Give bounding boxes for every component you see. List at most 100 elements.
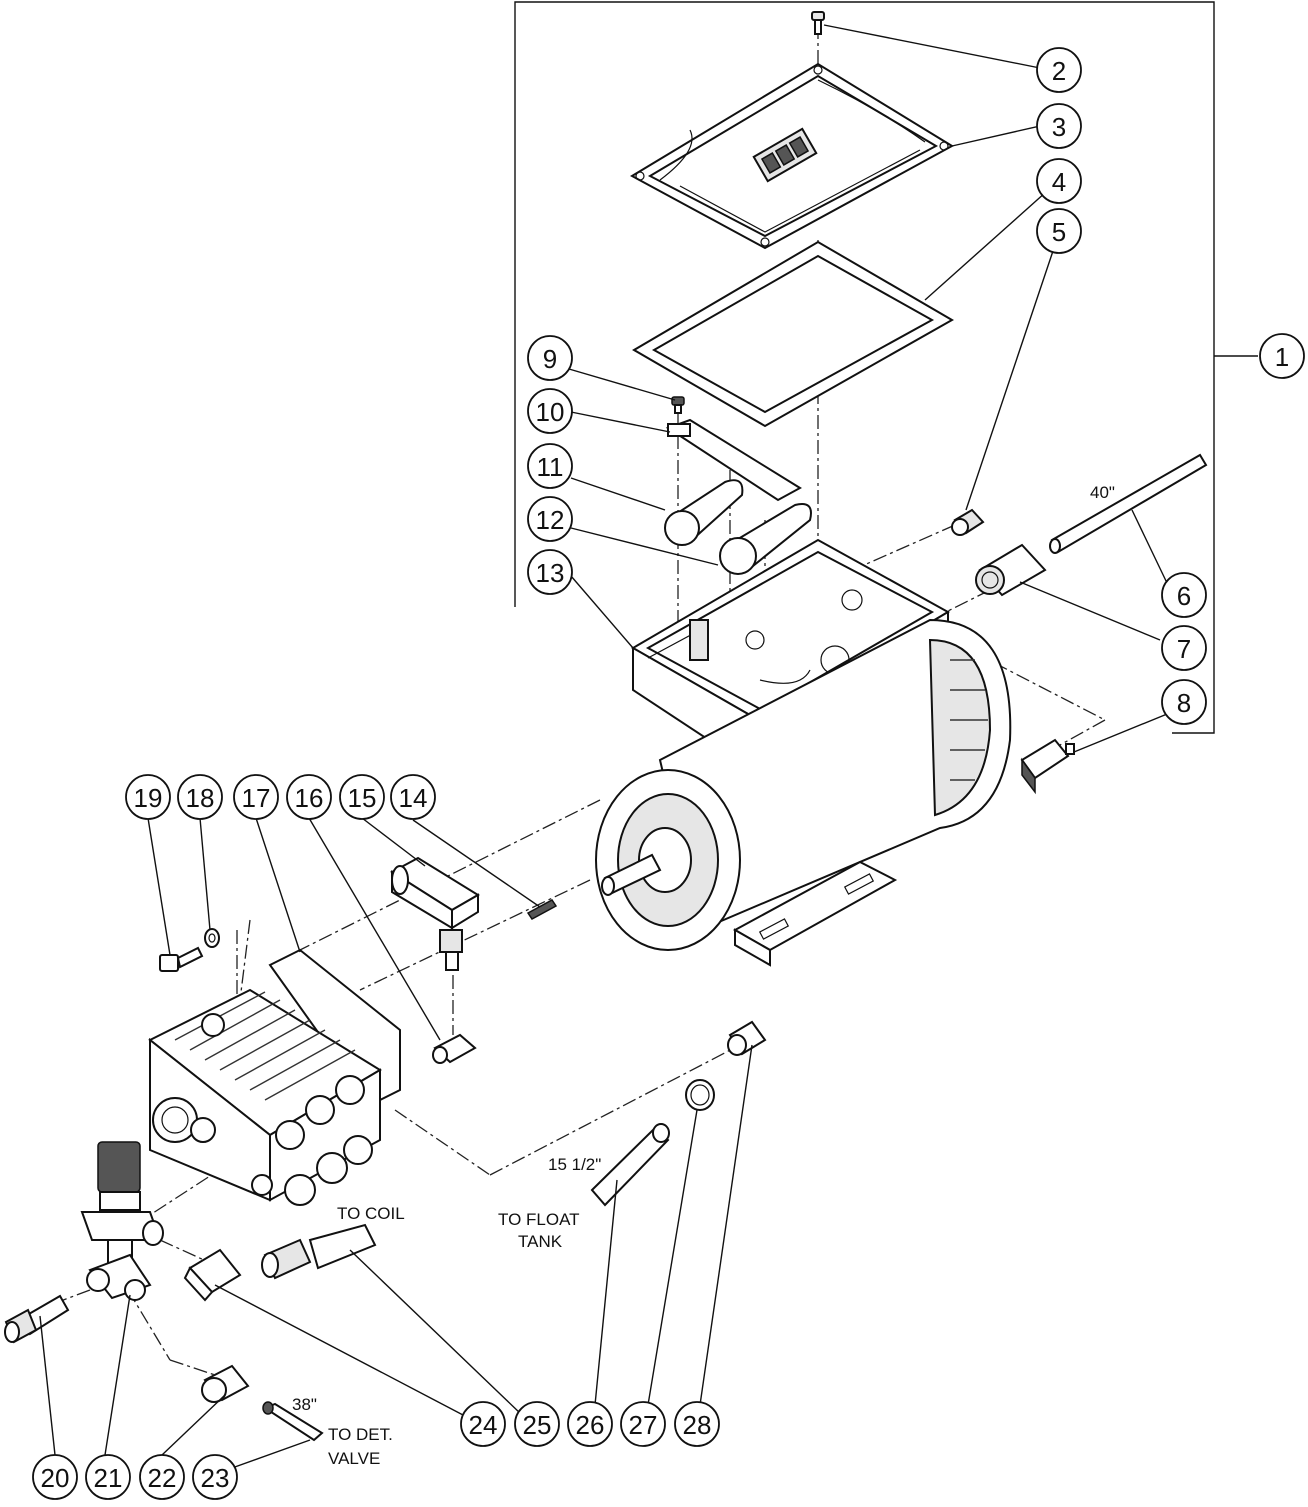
balloon-circle <box>1036 103 1082 149</box>
balloon-number: 21 <box>94 1463 123 1493</box>
balloon-number: 6 <box>1177 581 1191 611</box>
balloon-17: 17 <box>233 774 279 820</box>
part-7-strain-relief <box>975 543 1047 597</box>
balloon-number: 24 <box>469 1410 498 1440</box>
part-17-pump <box>148 948 401 1206</box>
balloon-number: 4 <box>1052 167 1066 197</box>
balloon-23: 23 <box>192 1454 238 1500</box>
part-6-cord <box>1049 453 1208 554</box>
balloon-number: 18 <box>186 783 215 813</box>
part-8-switch <box>1020 738 1075 795</box>
part-26-tube <box>590 1123 670 1207</box>
part-12-capacitor <box>719 503 812 575</box>
balloon-number: 13 <box>536 558 565 588</box>
part-21-tee <box>86 1253 152 1301</box>
balloon-22: 22 <box>139 1454 185 1500</box>
part-20-fitting <box>4 1294 70 1344</box>
balloon-number: 1 <box>1275 342 1289 372</box>
balloon-18: 18 <box>177 774 223 820</box>
balloon-circle <box>527 496 573 542</box>
balloon-number: 8 <box>1177 688 1191 718</box>
balloon-circle <box>139 1454 185 1500</box>
notes: 40" 15 1/2" 38" TO COIL TO FLOAT TANK TO… <box>292 483 1115 1468</box>
balloon-circle <box>32 1454 78 1500</box>
balloon-12: 12 <box>527 496 573 542</box>
balloon-number: 3 <box>1052 112 1066 142</box>
part-24-elbow <box>183 1248 242 1302</box>
balloon-circle <box>527 388 573 434</box>
part-19-bolt <box>159 946 204 972</box>
leader-lines <box>39 24 1173 1469</box>
part-9-screw <box>671 396 685 414</box>
balloon-5: 5 <box>1036 208 1082 254</box>
balloon-number: 17 <box>242 783 271 813</box>
part-27-clamp <box>685 1079 715 1111</box>
balloon-circle <box>125 774 171 820</box>
balloon-circle <box>1161 572 1207 618</box>
part-23-tube <box>262 1401 324 1442</box>
balloon-circle <box>286 774 332 820</box>
balloon-circle <box>460 1401 506 1447</box>
part-15-pressure-switch <box>390 856 480 971</box>
balloon-circle <box>674 1401 720 1447</box>
balloon-number: 7 <box>1177 634 1191 664</box>
balloon-14: 14 <box>390 774 436 820</box>
note-to-coil: TO COIL <box>337 1204 405 1223</box>
balloon-9: 9 <box>527 335 573 381</box>
part-3-cover <box>629 62 954 250</box>
note-to-det-valve-line-2: VALVE <box>328 1449 380 1468</box>
balloon-circle <box>233 774 279 820</box>
balloon-number: 12 <box>536 505 565 535</box>
balloon-circle <box>1036 47 1082 93</box>
part-2-screw <box>811 11 825 35</box>
part-11-capacitor <box>664 479 744 546</box>
part-10-bracket <box>665 418 802 502</box>
balloon-number: 26 <box>576 1410 605 1440</box>
note-40-inch: 40" <box>1090 483 1115 502</box>
balloon-circle <box>85 1454 131 1500</box>
balloon-number: 27 <box>629 1410 658 1440</box>
balloon-number: 19 <box>134 783 163 813</box>
balloon-circle <box>1161 625 1207 671</box>
balloon-number: 11 <box>537 452 564 482</box>
note-38-inch: 38" <box>292 1395 317 1414</box>
balloon-circle <box>514 1401 560 1447</box>
balloon-26: 26 <box>567 1401 613 1447</box>
balloon-circle <box>192 1454 238 1500</box>
balloon-24: 24 <box>460 1401 506 1447</box>
assembly-bracket <box>514 1 1215 734</box>
balloon-number: 25 <box>523 1410 552 1440</box>
balloon-1: 1 <box>1259 333 1305 379</box>
balloon-6: 6 <box>1161 572 1207 618</box>
balloon-number: 28 <box>683 1410 712 1440</box>
balloon-circle <box>390 774 436 820</box>
balloon-circle <box>620 1401 666 1447</box>
part-25-hose-fitting <box>261 1223 377 1280</box>
part-4-gasket <box>632 240 955 428</box>
note-to-float-tank-line-1: TO FLOAT <box>498 1210 580 1229</box>
balloon-circle <box>1036 208 1082 254</box>
balloon-circle <box>339 774 385 820</box>
balloon-21: 21 <box>85 1454 131 1500</box>
balloon-27: 27 <box>620 1401 666 1447</box>
note-to-float-tank-line-2: TANK <box>518 1232 563 1251</box>
balloon-circle <box>527 443 573 489</box>
balloon-number: 16 <box>295 783 324 813</box>
balloon-15: 15 <box>339 774 385 820</box>
part-18-washer <box>204 928 220 948</box>
part-16-fitting <box>432 1033 477 1064</box>
balloon-3: 3 <box>1036 103 1082 149</box>
balloon-circle <box>1036 158 1082 204</box>
note-to-det-valve-line-1: TO DET. <box>328 1425 393 1444</box>
balloon-circle <box>527 549 573 595</box>
balloon-16: 16 <box>286 774 332 820</box>
balloon-number: 14 <box>399 783 428 813</box>
part-5-grommet <box>951 508 985 536</box>
balloon-number: 20 <box>41 1463 70 1493</box>
balloon-19: 19 <box>125 774 171 820</box>
motor <box>595 618 1012 967</box>
balloon-circle <box>177 774 223 820</box>
balloon-11: 11 <box>527 443 573 489</box>
